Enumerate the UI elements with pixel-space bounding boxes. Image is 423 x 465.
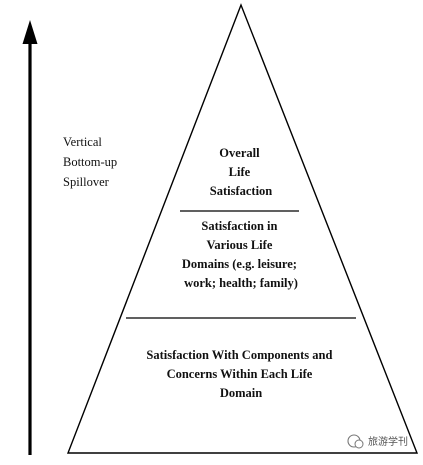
level-top-line: Satisfaction bbox=[210, 184, 273, 198]
level-bottom-line: Concerns Within Each Life bbox=[167, 367, 313, 381]
arrow-label: Vertical Bottom-up Spillover bbox=[63, 135, 120, 189]
pyramid-outline bbox=[66, 3, 419, 454]
level-middle-text: Satisfaction in Various Life Domains (e.… bbox=[182, 219, 300, 290]
watermark-text: 旅游学刊 bbox=[368, 435, 408, 448]
level-middle-line: Various Life bbox=[207, 238, 273, 252]
level-middle-line: Domains (e.g. leisure; bbox=[182, 257, 297, 271]
level-middle-line: work; health; family) bbox=[184, 276, 298, 290]
arrow-label-line: Bottom-up bbox=[63, 155, 117, 169]
level-top-text: Overall Life Satisfaction bbox=[210, 146, 273, 198]
level-middle-line: Satisfaction in bbox=[201, 219, 277, 233]
wechat-icon-small bbox=[354, 439, 364, 449]
level-bottom-line: Satisfaction With Components and bbox=[146, 348, 332, 362]
level-bottom-text: Satisfaction With Components and Concern… bbox=[146, 348, 335, 400]
arrow-head-icon bbox=[22, 20, 38, 44]
level-top-line: Overall bbox=[219, 146, 260, 160]
level-bottom-line: Domain bbox=[220, 386, 262, 400]
watermark: 旅游学刊 bbox=[347, 434, 408, 449]
bottom-up-arrow bbox=[22, 20, 38, 455]
arrow-label-line: Vertical bbox=[63, 135, 102, 149]
arrow-label-line: Spillover bbox=[63, 175, 110, 189]
level-top-line: Life bbox=[229, 165, 251, 179]
